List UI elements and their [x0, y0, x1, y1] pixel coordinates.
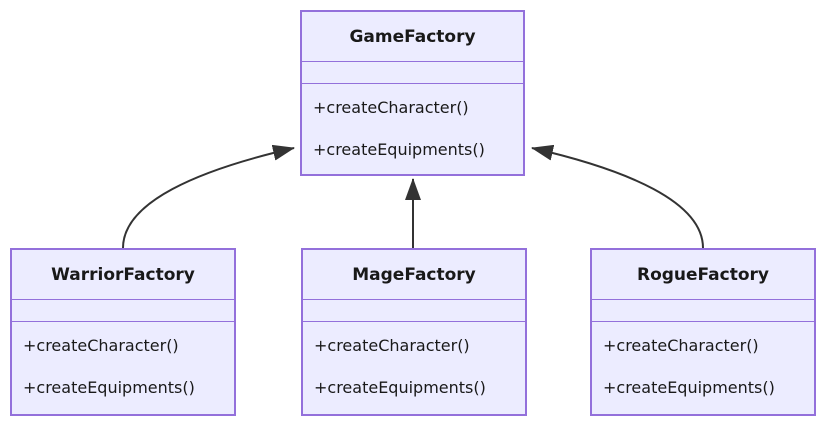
class-methods-magefactory: +createCharacter() +createEquipments() — [303, 322, 525, 414]
method-label: +createEquipments() — [23, 377, 195, 397]
arrow-roguefactory-to-gamefactory — [531, 144, 704, 249]
class-methods-warriorfactory: +createCharacter() +createEquipments() — [12, 322, 234, 414]
arrow-warriorfactory-to-gamefactory — [122, 144, 295, 249]
class-attributes-warriorfactory — [12, 300, 234, 322]
method-label: +createEquipments() — [313, 139, 485, 159]
class-methods-roguefactory: +createCharacter() +createEquipments() — [592, 322, 814, 414]
class-title-magefactory: MageFactory — [303, 250, 525, 300]
class-box-warriorfactory: WarriorFactory +createCharacter() +creat… — [10, 248, 236, 416]
class-methods-gamefactory: +createCharacter() +createEquipments() — [302, 84, 523, 174]
method-label: +createEquipments() — [603, 377, 775, 397]
class-title-warriorfactory: WarriorFactory — [12, 250, 234, 300]
method-label: +createCharacter() — [603, 335, 759, 355]
class-attributes-magefactory — [303, 300, 525, 322]
class-box-magefactory: MageFactory +createCharacter() +createEq… — [301, 248, 527, 416]
class-title-gamefactory: GameFactory — [302, 12, 523, 62]
method-label: +createCharacter() — [314, 335, 470, 355]
method-label: +createCharacter() — [313, 97, 469, 117]
method-label: +createCharacter() — [23, 335, 179, 355]
class-attributes-roguefactory — [592, 300, 814, 322]
class-box-gamefactory: GameFactory +createCharacter() +createEq… — [300, 10, 525, 176]
class-title-roguefactory: RogueFactory — [592, 250, 814, 300]
class-box-roguefactory: RogueFactory +createCharacter() +createE… — [590, 248, 816, 416]
method-label: +createEquipments() — [314, 377, 486, 397]
class-attributes-gamefactory — [302, 62, 523, 84]
